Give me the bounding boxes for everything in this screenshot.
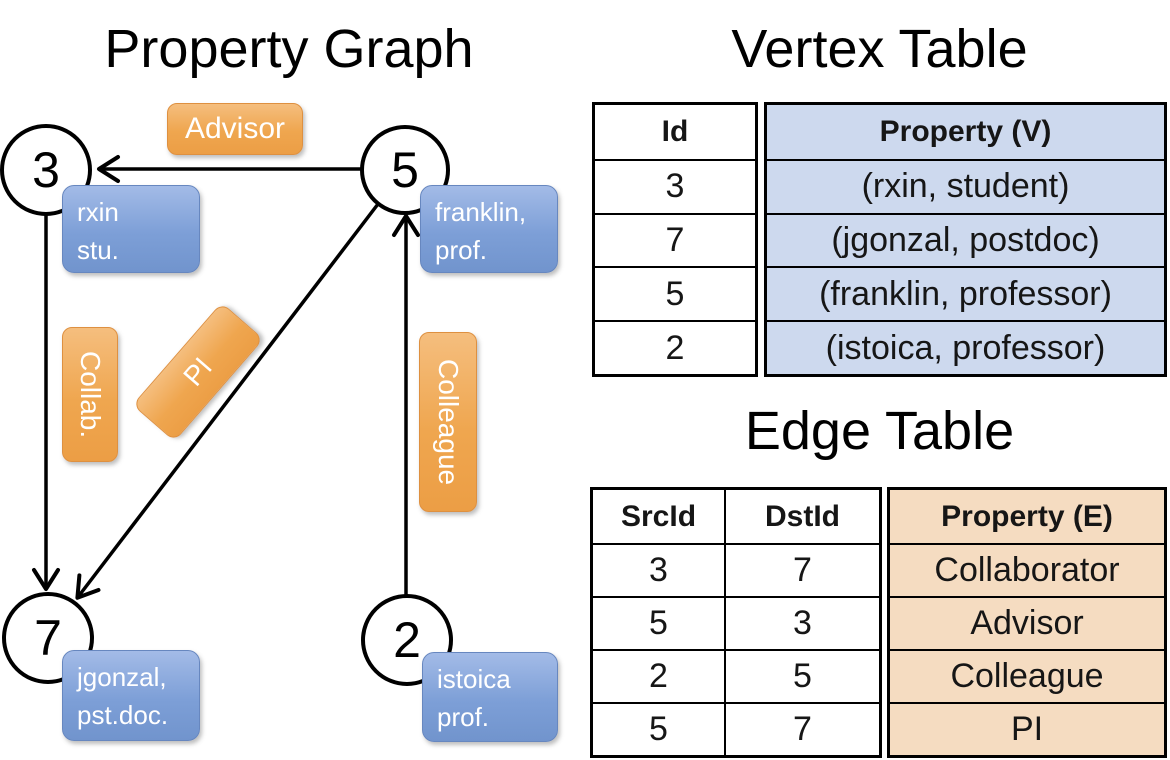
edge-label-advisor: Advisor — [167, 103, 303, 155]
edge-table-header-dstid: DstId — [724, 490, 879, 543]
edge-table-title: Edge Table — [744, 401, 1015, 461]
edge-label-collab: Collab. — [62, 327, 118, 462]
node-3-property-line2: stu. — [77, 235, 119, 265]
edge-table-row-3-src: 5 — [593, 702, 724, 755]
vertex-table-row-0-property: (rxin, student) — [767, 158, 1164, 213]
vertex-table-header-property: Property (V) — [767, 105, 1164, 159]
node-5-property-box: franklin, prof. — [420, 185, 558, 273]
vertex-table-title: Vertex Table — [731, 19, 1028, 79]
node-7-id: 7 — [34, 610, 62, 666]
node-2-property-line1: istoica — [437, 664, 511, 694]
edge-table-row-3-property: PI — [890, 702, 1164, 755]
node-2-property-box: istoica prof. — [422, 652, 558, 742]
property-graph-title: Property Graph — [104, 19, 474, 79]
edge-table-row-1-src: 5 — [593, 596, 724, 649]
edge-table-row-2-property: Colleague — [890, 649, 1164, 702]
vertex-table-row-3-property: (istoica, professor) — [767, 320, 1164, 374]
edge-table-id-columns: SrcId DstId 3 7 5 3 2 5 5 7 — [590, 487, 882, 758]
edge-table-row-3-dst: 7 — [724, 702, 879, 755]
vertex-table-row-3-id: 2 — [595, 320, 755, 374]
vertex-table-header-id: Id — [661, 114, 689, 148]
edge-table-row-0-src: 3 — [593, 543, 724, 596]
node-3-property-line1: rxin — [77, 197, 119, 227]
node-2-property-line2: prof. — [437, 702, 490, 732]
edge-label-colleague: Colleague — [419, 332, 477, 512]
vertex-table-id-column: Id 3 7 5 2 — [592, 102, 758, 377]
edge-5-to-7-pi — [75, 202, 380, 600]
node-5-property-line2: prof. — [435, 235, 488, 265]
vertex-table-row-2-property: (franklin, professor) — [767, 266, 1164, 321]
node-7-property-line1: jgonzal, — [77, 662, 167, 692]
edge-table-row-2-src: 2 — [593, 649, 724, 702]
edge-table-row-2-dst: 5 — [724, 649, 879, 702]
node-3-property-box: rxin stu. — [62, 185, 200, 273]
node-5-property-line1: franklin, — [435, 197, 527, 227]
edge-table-row-1-property: Advisor — [890, 596, 1164, 649]
edge-table-header-srcid: SrcId — [620, 499, 697, 533]
edge-table-property-column: Property (E) Collaborator Advisor Collea… — [887, 487, 1167, 758]
edge-table-header-property: Property (E) — [890, 490, 1164, 543]
vertex-table-row-2-id: 5 — [595, 266, 755, 320]
node-2-id: 2 — [393, 612, 421, 668]
vertex-table-row-1-property: (jgonzal, postdoc) — [767, 212, 1164, 267]
edge-table-row-1-dst: 3 — [724, 596, 879, 649]
vertex-table-row-1-id: 7 — [595, 212, 755, 267]
node-3-id: 3 — [32, 142, 60, 198]
vertex-table-property-column: Property (V) (rxin, student) (jgonzal, p… — [764, 102, 1167, 377]
vertex-table-row-0-id: 3 — [595, 158, 755, 213]
edge-table-row-0-property: Collaborator — [890, 543, 1164, 596]
edge-table-row-0-dst: 7 — [724, 543, 879, 596]
node-7-property-box: jgonzal, pst.doc. — [62, 650, 200, 741]
node-5-id: 5 — [391, 142, 419, 198]
node-7-property-line2: pst.doc. — [77, 700, 169, 730]
